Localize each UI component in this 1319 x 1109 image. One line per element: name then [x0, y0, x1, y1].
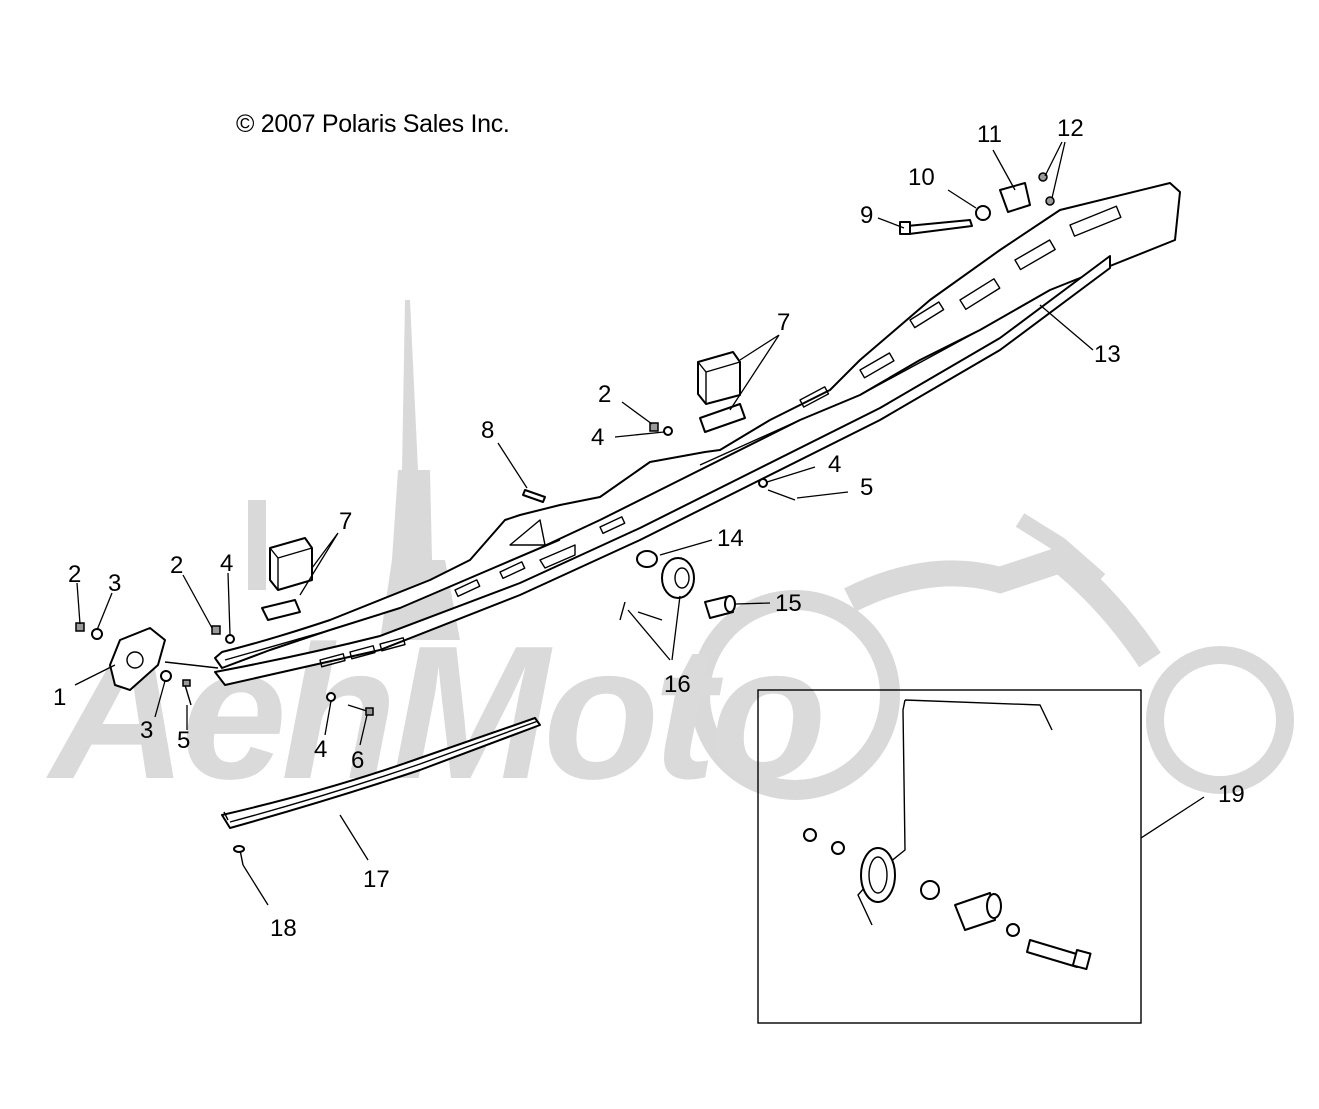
copyright-text: © 2007 Polaris Sales Inc.	[236, 110, 510, 138]
callout-11: 11	[977, 121, 1002, 148]
callout-10: 10	[908, 164, 935, 191]
callout-19: 19	[1218, 781, 1245, 808]
wear-blocks-part-7	[261, 351, 746, 621]
callout-7: 7	[777, 309, 790, 336]
wheel-group	[619, 550, 736, 621]
callout-8: 8	[481, 417, 494, 444]
callout-14: 14	[717, 525, 744, 552]
callout-17: 17	[363, 866, 390, 893]
callout-3: 3	[108, 570, 121, 597]
hyfax-slide-part-17	[221, 717, 541, 829]
inset-box-part-19	[757, 689, 1142, 1024]
front-bumper-part-1	[109, 627, 219, 691]
callout-16: 16	[664, 671, 691, 698]
watermark-text: AehMoto	[46, 607, 821, 819]
callout-1: 1	[53, 684, 66, 711]
callout-5: 5	[177, 727, 190, 754]
watermark: AehMoto	[46, 300, 1294, 819]
leader-lines	[74, 141, 1205, 906]
callout-3: 3	[140, 717, 153, 744]
callout-9: 9	[860, 202, 873, 229]
callout-5: 5	[860, 474, 873, 501]
callout-2: 2	[68, 561, 81, 588]
callout-18: 18	[270, 915, 297, 942]
callout-12: 12	[1057, 115, 1084, 142]
rail-assembly	[214, 182, 1181, 686]
callout-15: 15	[775, 590, 802, 617]
callout-6: 6	[351, 747, 364, 774]
callouts: 1 2 2 2 3 3 4 4 4 4 5 5 6 7 7 8 9 10 11 …	[53, 115, 1245, 942]
callout-13: 13	[1094, 341, 1121, 368]
rear-hardware	[899, 172, 1055, 235]
callout-4: 4	[591, 424, 604, 451]
callout-4: 4	[314, 736, 327, 763]
callout-2: 2	[598, 381, 611, 408]
callout-4: 4	[220, 550, 233, 577]
callout-4: 4	[828, 451, 841, 478]
small-hardware	[75, 422, 796, 866]
callout-7: 7	[339, 508, 352, 535]
callout-2: 2	[170, 552, 183, 579]
